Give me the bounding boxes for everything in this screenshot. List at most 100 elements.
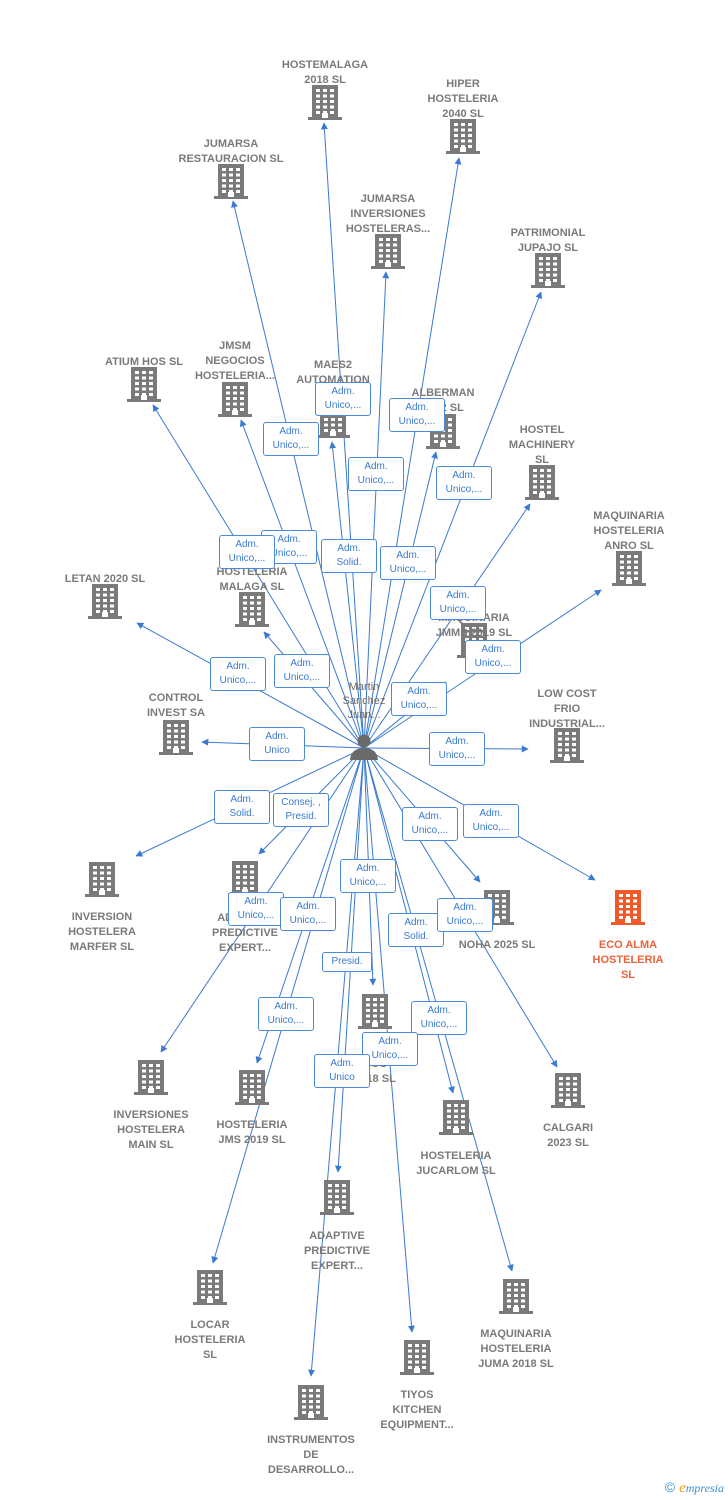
copyright-symbol: © [664,1479,676,1495]
building-icon [358,994,392,1029]
edge-label-text: Unico,... [439,604,477,615]
edge-label-e25[interactable]: Adm.Unico,... [437,898,493,932]
edge-label-text: Unico [329,1072,355,1083]
edge-h-malaga [263,631,365,749]
edge-label-text: Adm. [407,686,431,697]
edge-label-e9[interactable]: Adm.Unico,... [380,546,436,580]
edge-label-e20[interactable]: Adm.Unico,... [463,804,519,838]
edge-label-e7[interactable]: Adm.Unico,... [219,535,275,569]
edge-label-text: Unico,... [357,475,395,486]
edge-label-e15[interactable]: Adm.Unico [249,727,305,761]
company-node-letan[interactable]: LETAN 2020 SL [65,573,146,619]
edge-label-e12[interactable]: Adm.Unico,... [274,654,330,688]
edge-label-e23[interactable]: Adm.Unico,... [280,897,336,931]
edge-label-text: Adm. [364,461,388,472]
building-icon [214,164,248,199]
edge-label-e27[interactable]: Adm.Unico,... [258,997,314,1031]
edge-label-text: Adm. [445,736,469,747]
edge-label-e3[interactable]: Adm. Unico,... [263,422,319,456]
edge-label-text: Adm. [274,1001,298,1012]
edge-label-text: Adm. [277,534,301,545]
edge-label-text: Solid. [336,557,362,568]
edge-label-e18[interactable]: Consej. ,Presid. [273,793,329,827]
edge-label-e13[interactable]: Adm.Unico,... [210,657,266,691]
edge-label-text: Adm. [290,658,314,669]
company-name: LETAN 2020 SL [65,573,146,585]
building-icon [446,119,480,154]
edge-label-text: Adm. [481,644,505,655]
edge-label-text: Adm. [418,811,442,822]
edge-label-text: Adm. [331,386,355,397]
company-node-atium[interactable]: ATIUM HOS SL [105,356,183,402]
edge-label-e10[interactable]: Adm.Unico,... [430,586,486,620]
edge-label-text: Unico,... [324,400,362,411]
edge-label-text: Solid. [403,931,429,942]
edge-hiper [363,157,462,749]
edge-label-e16[interactable]: Adm. Unico,... [429,732,485,766]
edge-label-text: Adm. [244,896,268,907]
edge-label-e4[interactable]: Adm. Unico,... [348,457,404,491]
edge-label-e1[interactable]: Adm. Unico,... [315,382,371,416]
edge-label-text: Adm. [378,1036,402,1047]
edge-label-e21[interactable]: Adm.Unico,... [340,859,396,893]
edge-label-text: Adm. [356,863,380,874]
edge-label-text: Adm. [330,1058,354,1069]
edge-label-e11[interactable]: Adm.Unico,... [465,640,521,674]
edge-label-e22[interactable]: Adm.Unico,... [228,892,284,926]
edge-label-e30[interactable]: Adm. Unico [314,1054,370,1088]
edge-label-e14[interactable]: Adm.Unico,... [391,682,447,716]
building-icon [235,1070,269,1105]
edge-label-e24[interactable]: Adm.Solid. [388,913,444,947]
edge-label-e2[interactable]: Adm.Unico,... [389,398,445,432]
edge-label-e17[interactable]: Adm.Solid. [214,790,270,824]
building-icon [551,1073,585,1108]
edge-label-text: Unico,... [472,822,510,833]
edge-label-text: Adm. [279,426,303,437]
edge-label-e29[interactable]: Adm.Unico,... [362,1032,418,1066]
edge-label-e28[interactable]: Adm.Unico,... [411,1001,467,1035]
edge-label-text: Adm. [452,470,476,481]
edge-label-e26[interactable]: Presid. [322,952,372,972]
edge-label-text: Unico,... [272,440,310,451]
edge-label-text: Unico,... [420,1019,458,1030]
edge-label-text: Adm. [337,543,361,554]
edge-label-text: Unico,... [438,750,476,761]
edge-label-e19[interactable]: Adm.Unico,... [402,807,458,841]
edge-label-text: Unico,... [389,564,427,575]
edge-label-e5[interactable]: Adm.Unico,... [436,466,492,500]
copyright: ©empresia [665,1479,724,1497]
edge-label-e8[interactable]: Adm. Solid. [321,539,377,573]
